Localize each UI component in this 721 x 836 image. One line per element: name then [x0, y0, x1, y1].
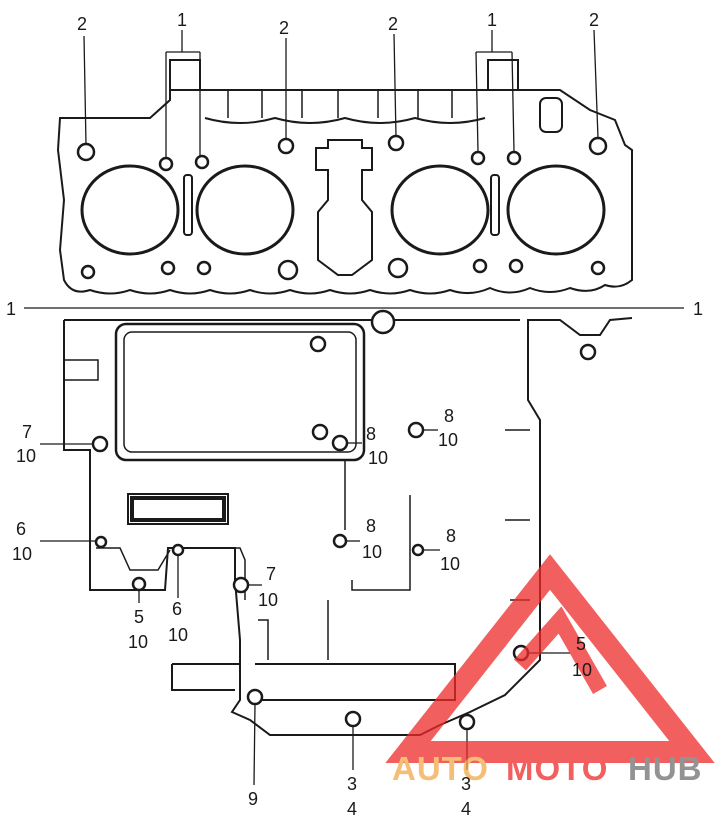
callout-labels: 2 1 2 2 1 2 1 1 7 10 8 10 8 10 6 10 8 10…: [6, 10, 703, 819]
callout-label: 3: [347, 774, 357, 794]
callout-label: 1: [6, 299, 16, 319]
callout-label: 8: [366, 516, 376, 536]
callout-label: 7: [22, 422, 32, 442]
callout-label: 4: [461, 799, 471, 819]
watermark-triangle: [385, 554, 715, 763]
callout-label: 1: [487, 10, 497, 30]
callout-label: 10: [258, 590, 278, 610]
callout-label: 2: [589, 10, 599, 30]
callout-label: 10: [368, 448, 388, 468]
callout-label: 8: [446, 526, 456, 546]
callout-label: 2: [388, 14, 398, 34]
callout-label: 10: [362, 542, 382, 562]
callout-label: 6: [172, 599, 182, 619]
callout-label: 4: [347, 799, 357, 819]
callout-label: 3: [461, 774, 471, 794]
callout-label: 5: [576, 634, 586, 654]
callout-label: 10: [572, 660, 592, 680]
watermark-text-moto: MOTO: [506, 750, 608, 787]
callout-label: 1: [693, 299, 703, 319]
callout-label: 8: [444, 406, 454, 426]
callout-label: 10: [440, 554, 460, 574]
callout-label: 10: [16, 446, 36, 466]
watermark-logo: AUTO MOTO HUB: [385, 554, 715, 787]
callout-label: 9: [248, 789, 258, 809]
head-bolt-holes: [76, 134, 608, 281]
callout-label: 6: [16, 519, 26, 539]
watermark-text-hub: HUB: [628, 750, 703, 787]
callout-label: 2: [279, 18, 289, 38]
callout-label: 5: [134, 607, 144, 627]
callout-label: 2: [77, 14, 87, 34]
callout-label: 7: [266, 564, 276, 584]
callout-label: 8: [366, 424, 376, 444]
crankcase-outline: [63, 317, 633, 736]
watermark-text-auto: AUTO: [392, 750, 489, 787]
callout-label: 1: [177, 10, 187, 30]
callout-label: 10: [438, 430, 458, 450]
callout-label: 10: [128, 632, 148, 652]
head-gasket: [56, 59, 633, 295]
callout-label: 10: [168, 625, 188, 645]
callout-label: 10: [12, 544, 32, 564]
